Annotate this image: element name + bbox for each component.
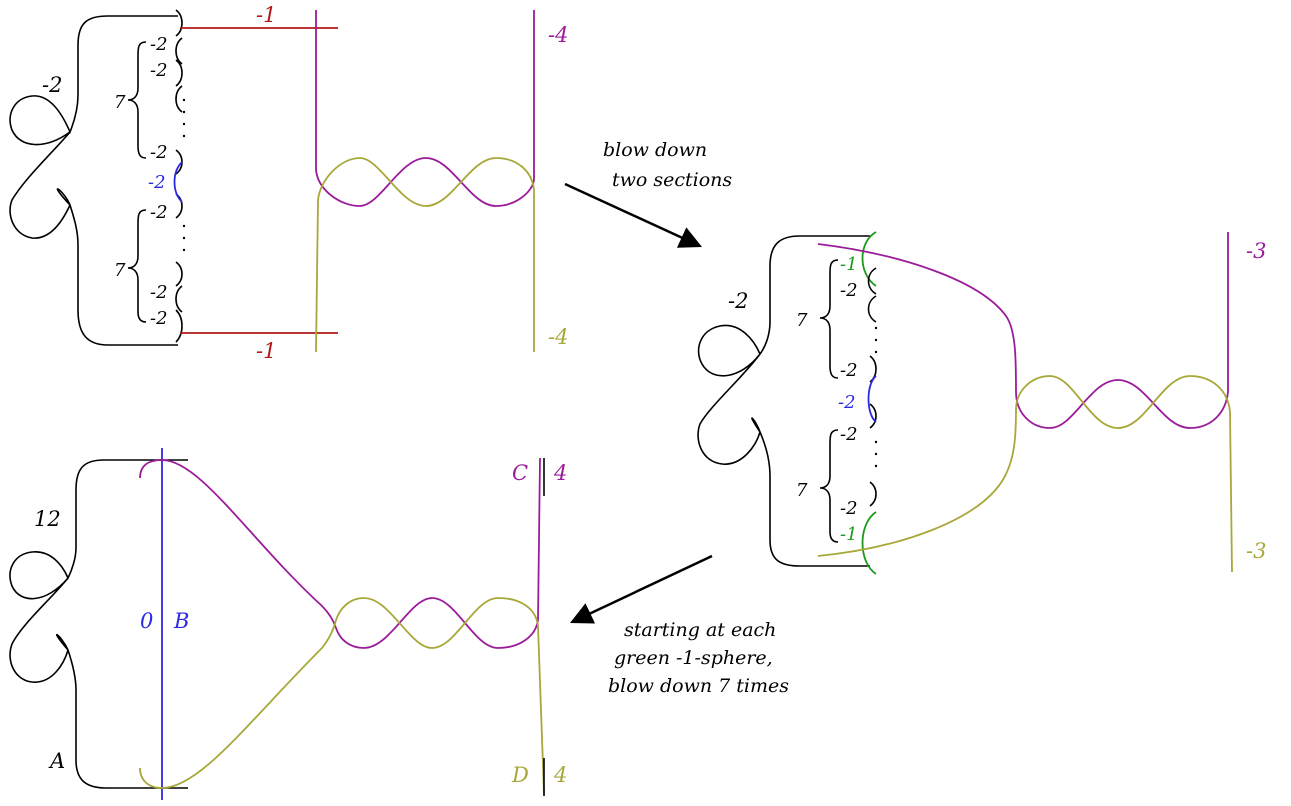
label-chain-4: -2 xyxy=(150,202,168,223)
label-blue-weight-right: -2 xyxy=(838,392,856,413)
black-main-curve-bottom xyxy=(9,459,188,789)
label-C-weight: 4 xyxy=(553,461,567,485)
ellipsis-dots xyxy=(182,98,186,252)
label-green-bottom: -1 xyxy=(840,524,858,545)
olive-strand xyxy=(315,157,535,353)
sphere-chain-upper xyxy=(175,9,183,343)
label-C: C xyxy=(512,461,528,485)
diagram-top-left: -2 7 7 -2 -2 -2 -2 -2 -2 -2 -1 -1 -4 -4 xyxy=(9,3,568,363)
sphere-chain-right xyxy=(867,267,877,507)
brace-lower-right xyxy=(819,429,839,543)
label-main-weight-right: -2 xyxy=(728,289,748,313)
brace-lower xyxy=(127,209,147,323)
label-chain-6: -2 xyxy=(150,308,168,329)
green-sphere-top xyxy=(861,231,877,287)
purple-strand xyxy=(315,10,535,207)
label-purple-weight-right: -3 xyxy=(1246,239,1266,263)
arrow-blow-down-sections xyxy=(564,182,703,248)
arrow-blow-down-seven xyxy=(569,554,713,624)
caption-arrow2-line1: starting at each xyxy=(624,619,776,641)
caption-arrow2-line2: green -1-sphere, xyxy=(614,647,773,669)
label-chain-right-2: -2 xyxy=(840,360,858,381)
blue-sphere xyxy=(173,161,183,203)
brace-upper-right xyxy=(819,259,839,379)
label-chain-3: -2 xyxy=(150,142,168,163)
label-group-lower: 7 xyxy=(114,260,126,281)
label-chain-right-4: -2 xyxy=(840,498,858,519)
caption-arrow1-line1: blow down xyxy=(603,139,707,161)
label-green-top: -1 xyxy=(840,254,858,275)
label-chain-2: -2 xyxy=(150,60,168,81)
black-main-curve xyxy=(9,15,178,346)
label-D-weight: 4 xyxy=(553,763,567,787)
ellipsis-dots-right xyxy=(874,326,878,468)
label-chain-right-1: -2 xyxy=(840,280,858,301)
brace-upper xyxy=(127,41,147,159)
black-main-curve-right xyxy=(697,235,870,567)
label-group-lower-right: 7 xyxy=(796,480,808,501)
label-chain-5: -2 xyxy=(150,282,168,303)
label-chain-right-3: -2 xyxy=(840,424,858,445)
label-blue-weight: -2 xyxy=(148,172,166,193)
label-B: B xyxy=(173,609,189,633)
label-olive-weight-right: -3 xyxy=(1246,539,1266,563)
label-group-upper: 7 xyxy=(114,92,126,113)
purple-strand-bottom xyxy=(139,457,541,649)
label-A: A xyxy=(48,749,65,773)
diagram-bottom-left: 12 A 0 B C 4 D 4 xyxy=(9,448,567,800)
label-main-weight: -2 xyxy=(42,73,62,97)
label-red-bottom: -1 xyxy=(256,339,276,363)
purple-strand-right xyxy=(817,232,1229,429)
diagram-right: -2 -1 -2 -2 -2 -2 -2 -1 7 7 -3 -3 xyxy=(697,231,1266,575)
label-group-upper-right: 7 xyxy=(796,310,808,331)
label-D: D xyxy=(511,763,529,787)
blue-sphere-right xyxy=(867,375,877,423)
olive-strand-bottom xyxy=(139,597,545,795)
label-chain-1: -2 xyxy=(150,34,168,55)
label-olive-weight: -4 xyxy=(548,325,568,349)
green-sphere-bottom xyxy=(861,511,877,575)
label-blue-weight-bottom: 0 xyxy=(140,609,153,633)
label-red-top: -1 xyxy=(256,3,276,27)
label-purple-weight: -4 xyxy=(548,23,568,47)
label-main-weight-bottom: 12 xyxy=(34,507,61,531)
caption-arrow1-line2: two sections xyxy=(612,169,732,191)
caption-arrow2-line3: blow down 7 times xyxy=(608,675,789,697)
olive-strand-right xyxy=(817,375,1233,573)
